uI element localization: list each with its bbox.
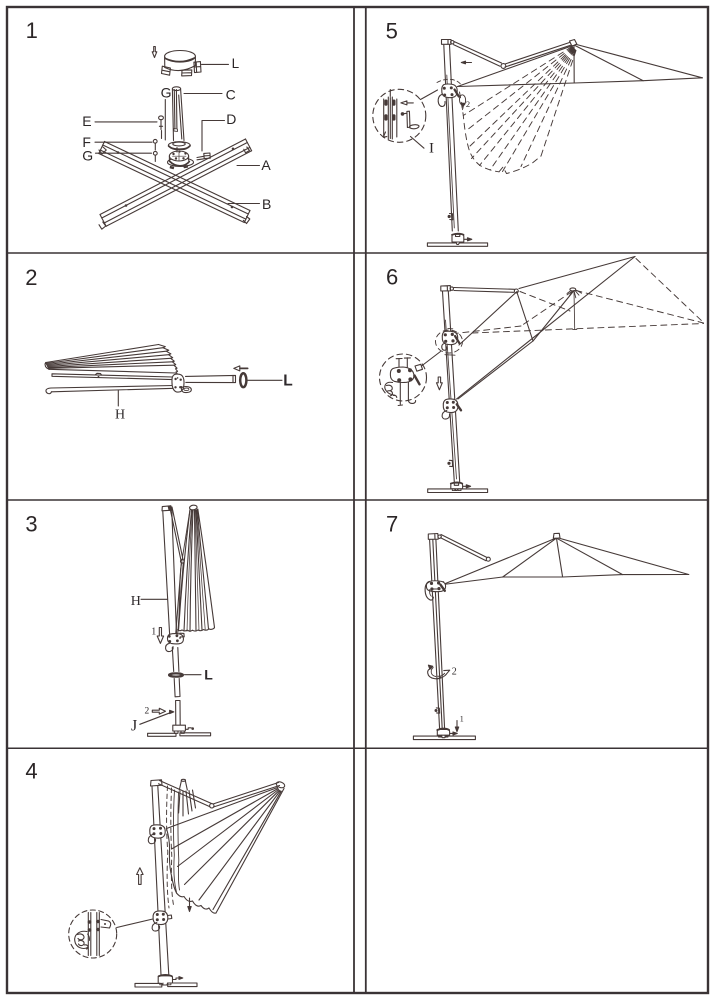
svg-text:L: L bbox=[204, 667, 213, 683]
svg-text:6: 6 bbox=[386, 265, 398, 290]
svg-text:4: 4 bbox=[25, 759, 37, 784]
svg-text:2: 2 bbox=[466, 99, 470, 109]
svg-text:J: J bbox=[131, 717, 137, 734]
svg-text:H: H bbox=[115, 408, 125, 423]
svg-text:A: A bbox=[261, 157, 271, 173]
svg-text:E: E bbox=[82, 113, 91, 129]
svg-text:2: 2 bbox=[452, 667, 457, 678]
svg-text:H: H bbox=[131, 594, 141, 609]
svg-text:2: 2 bbox=[25, 265, 37, 290]
svg-text:G: G bbox=[161, 85, 172, 101]
svg-text:7: 7 bbox=[386, 512, 398, 537]
svg-text:1: 1 bbox=[460, 714, 464, 723]
svg-text:C: C bbox=[226, 86, 236, 102]
svg-text:I: I bbox=[429, 141, 434, 157]
svg-text:L: L bbox=[232, 56, 240, 71]
svg-text:D: D bbox=[226, 111, 236, 127]
svg-text:2: 2 bbox=[145, 707, 150, 717]
svg-text:B: B bbox=[262, 196, 271, 212]
svg-text:1: 1 bbox=[26, 18, 38, 43]
svg-text:L: L bbox=[283, 372, 292, 389]
svg-text:F: F bbox=[82, 134, 91, 150]
svg-text:1: 1 bbox=[151, 626, 156, 637]
svg-text:3: 3 bbox=[25, 512, 37, 537]
svg-text:5: 5 bbox=[386, 19, 398, 44]
svg-text:G: G bbox=[82, 148, 93, 164]
